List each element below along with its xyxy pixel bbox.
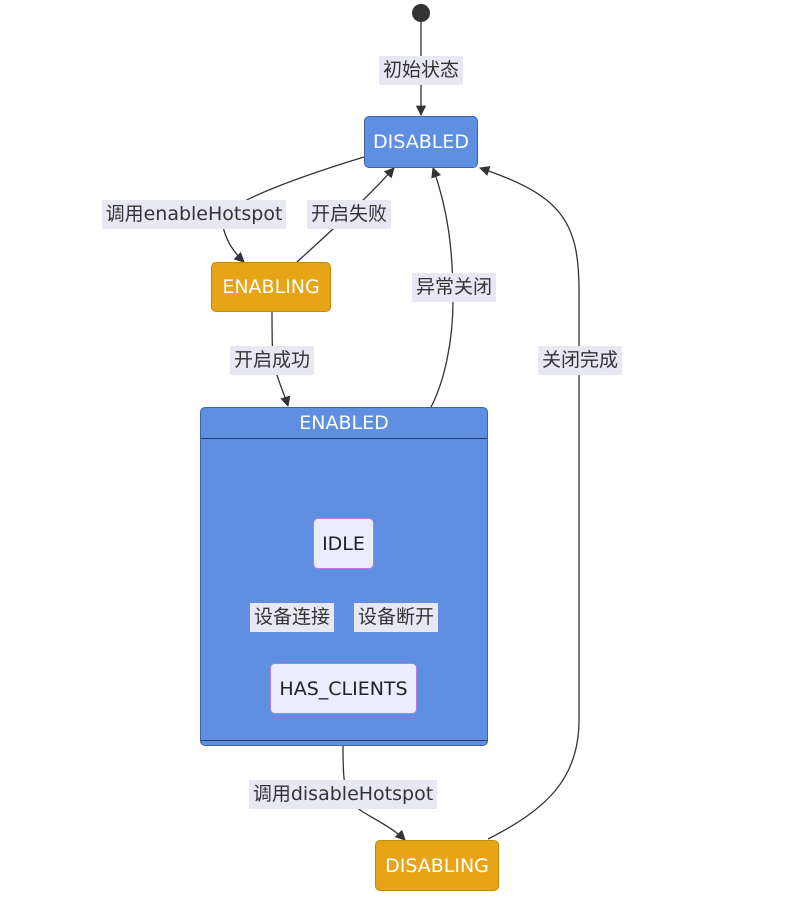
label-close-complete: 关闭完成	[538, 346, 622, 375]
state-enabling[interactable]: ENABLING	[211, 262, 331, 312]
state-enabled-footer-divider	[201, 740, 487, 741]
label-initial: 初始状态	[379, 56, 463, 85]
label-device-disconnect: 设备断开	[354, 603, 438, 632]
state-disabling[interactable]: DISABLING	[375, 840, 499, 891]
state-has-clients[interactable]: HAS_CLIENTS	[270, 663, 417, 714]
state-disabled[interactable]: DISABLED	[364, 116, 478, 168]
label-call-disable: 调用disableHotspot	[249, 780, 437, 809]
label-call-enable: 调用enableHotspot	[102, 200, 286, 229]
state-enabled-header-divider	[201, 438, 487, 439]
start-node	[412, 4, 430, 22]
state-enabled-title: ENABLED	[299, 412, 389, 434]
edge-enable-success	[271, 311, 291, 407]
edge-close-complete	[479, 166, 580, 840]
label-abnormal-close: 异常关闭	[412, 273, 496, 302]
label-device-connect: 设备连接	[250, 603, 334, 632]
label-enable-failed: 开启失败	[307, 200, 391, 229]
label-enable-success: 开启成功	[230, 346, 314, 375]
edge-call-disable	[342, 744, 406, 841]
state-idle[interactable]: IDLE	[313, 518, 374, 569]
